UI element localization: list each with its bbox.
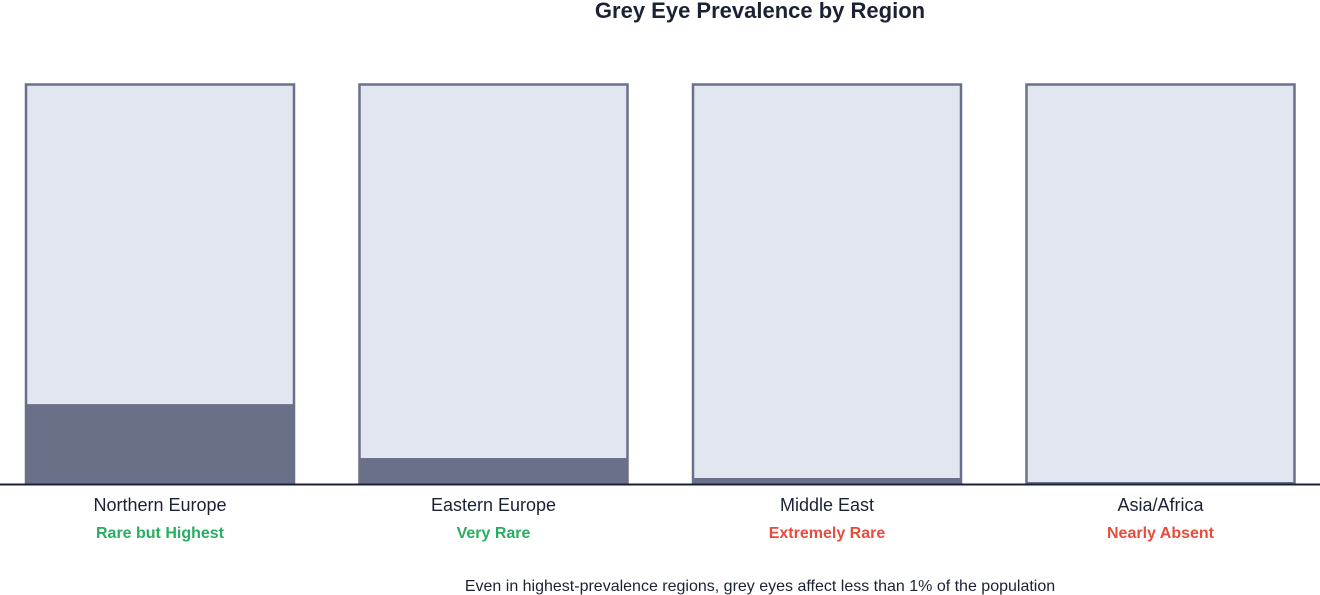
status-label: Nearly Absent <box>1107 525 1215 542</box>
bar <box>693 478 961 484</box>
category-label: Eastern Europe <box>431 495 556 515</box>
category-label: Asia/Africa <box>1117 495 1204 515</box>
bar-container <box>359 84 628 484</box>
footnote: Even in highest-prevalence regions, grey… <box>465 578 1055 595</box>
bar <box>26 404 294 484</box>
status-label: Rare but Highest <box>96 525 225 542</box>
status-label: Very Rare <box>457 525 531 542</box>
category-label: Middle East <box>780 495 874 515</box>
bar-container <box>1026 84 1295 484</box>
status-label: Extremely Rare <box>769 525 886 542</box>
chart-title: Grey Eye Prevalence by Region <box>595 0 925 23</box>
bar-container <box>693 84 961 484</box>
category-label: Northern Europe <box>93 495 226 515</box>
bar <box>359 458 628 484</box>
